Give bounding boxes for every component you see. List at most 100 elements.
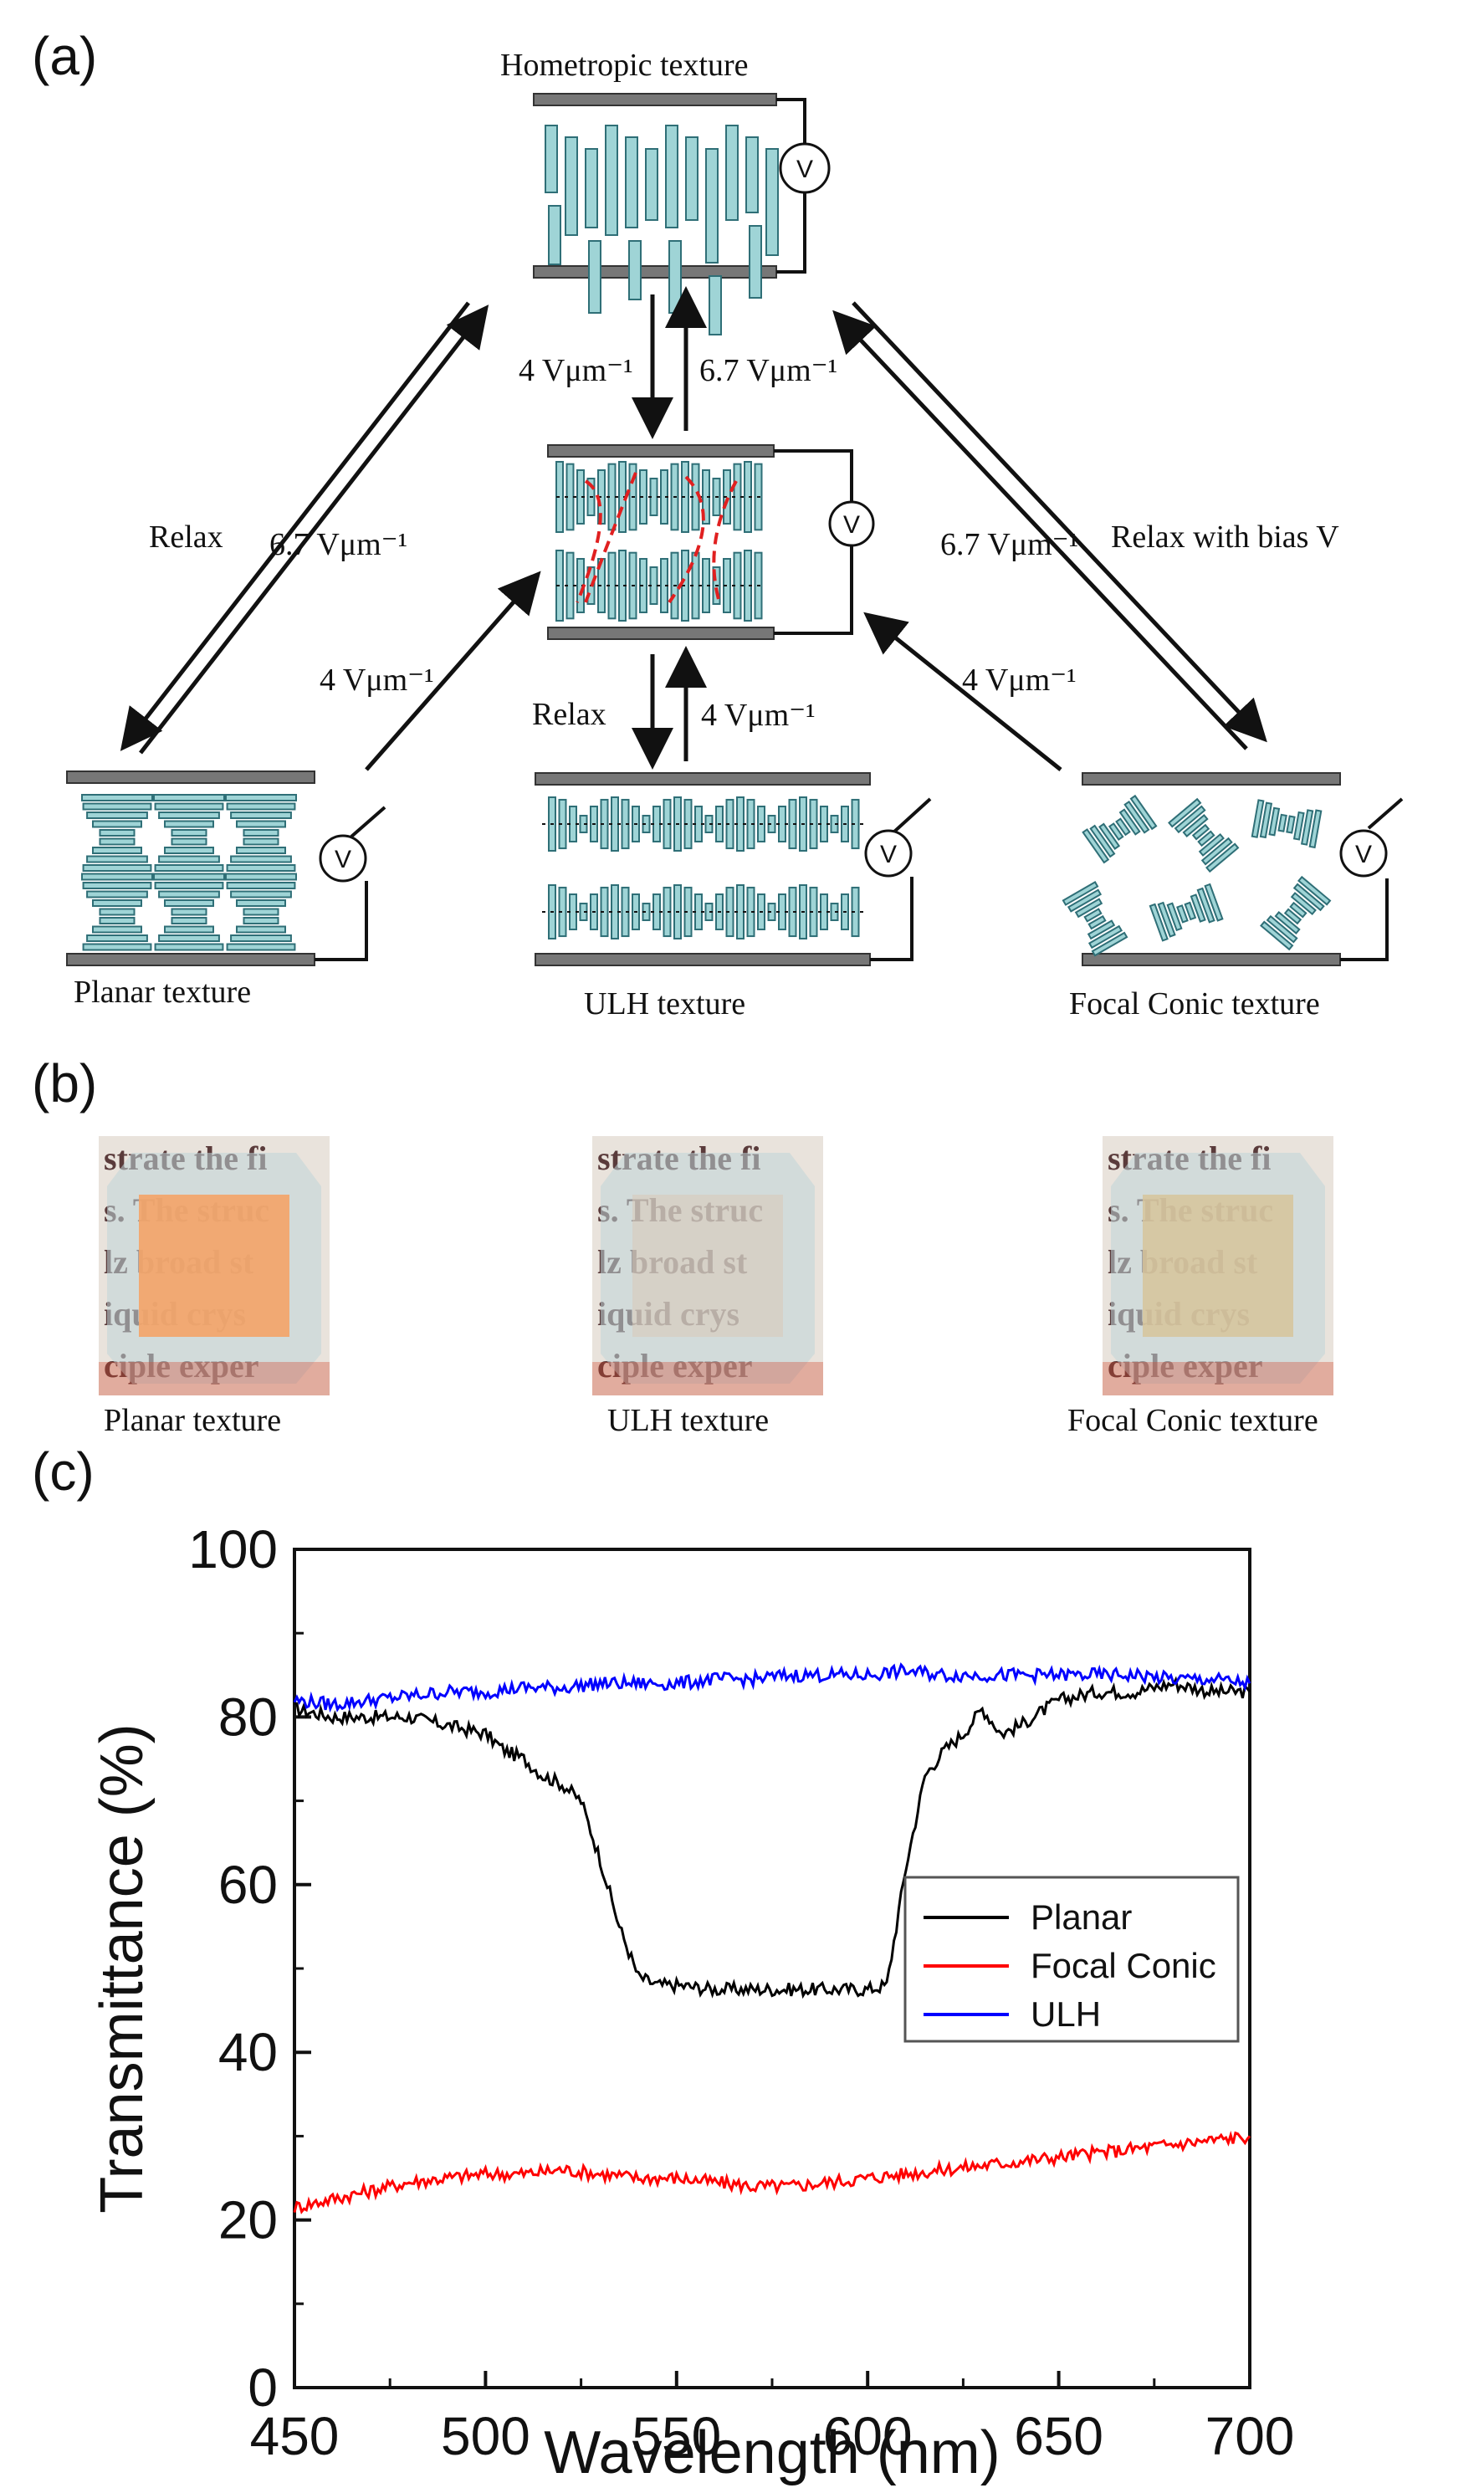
lc-rod (569, 806, 577, 842)
x-axis-label: Wavelength (nm) (544, 2419, 1000, 2486)
lc-rod (158, 890, 220, 898)
lc-rod (236, 925, 286, 934)
lc-rod (736, 796, 745, 852)
legend-label: Focal Conic (1031, 1946, 1216, 1985)
lc-rod (1129, 794, 1158, 831)
lc-rod (1251, 799, 1265, 838)
lc-rod (230, 934, 292, 942)
mid-helix-rotation-arrows (576, 472, 738, 604)
y-tick-label: 40 (218, 2022, 278, 2082)
lc-rod (243, 917, 279, 924)
lc-rod (1098, 822, 1121, 850)
ulh-photo: strate the fis. The struclz broad stiqui… (592, 1136, 823, 1395)
label-ulh-field: 4 Vμm⁻¹ (701, 698, 816, 733)
photo-bottom-strip (592, 1362, 823, 1395)
lc-rod (765, 148, 779, 256)
arrow-focal-to-homeo (832, 310, 1248, 750)
lc-rod (1268, 806, 1281, 837)
lc-rod (226, 802, 296, 811)
x-tick-label: 700 (1205, 2406, 1295, 2466)
voltmeter-label-mid: V (843, 511, 860, 539)
label-left-relax: Relax (149, 520, 223, 555)
lc-rod (745, 136, 759, 213)
lc-rod (153, 873, 225, 881)
lc-rod (81, 873, 153, 881)
focal-conic-cluster (1260, 875, 1332, 951)
x-tick-label: 600 (823, 2406, 913, 2466)
lc-rod (1087, 919, 1116, 940)
lc-rod (1300, 809, 1314, 846)
lc-rod (99, 917, 136, 924)
lc-rod (1089, 824, 1116, 858)
series-lines (293, 1661, 1251, 2214)
lc-rod (1123, 800, 1150, 834)
photo-image: strate the fis. The struclz broad stiqui… (1103, 1136, 1333, 1395)
lc-rod (1204, 883, 1224, 922)
lc-rod (1082, 828, 1110, 864)
lc-rod (1198, 832, 1225, 857)
lc-rod (86, 890, 148, 898)
y-axis-label: Transmittance (%) (89, 1723, 156, 2213)
lc-rod (230, 890, 292, 898)
lc-rod (1292, 811, 1305, 841)
lc-rod (81, 794, 153, 801)
lc-rod (625, 136, 638, 228)
texture-transition-diagram: V V V V V (66, 93, 1404, 966)
focal-conic-texture-label: Focal Conic texture (1069, 986, 1320, 1021)
lc-rod (158, 855, 220, 863)
lc-rod (154, 882, 224, 889)
lc-rod (565, 136, 578, 236)
lc-rod (86, 855, 148, 863)
lc-rod (86, 811, 148, 819)
y-tick-label: 100 (188, 1519, 278, 1579)
lc-rod (225, 794, 297, 801)
lc-rod (164, 899, 214, 907)
planar-molecules (81, 794, 297, 951)
photo-lc-area (632, 1195, 783, 1337)
lc-rod (665, 125, 678, 228)
legend-label: ULH (1031, 1994, 1101, 2034)
lc-rod (1149, 903, 1169, 942)
lc-rod (164, 820, 214, 828)
planar-texture-label: Planar texture (74, 975, 252, 1010)
lc-rod (154, 802, 224, 811)
legend-label: Planar (1031, 1897, 1132, 1937)
ulh-texture-label: ULH texture (584, 986, 746, 1021)
focal-conic-cluster (1149, 883, 1224, 942)
lc-rod (668, 240, 682, 314)
lc-rod (588, 240, 601, 314)
circuit-wires (315, 98, 1404, 961)
ulh-helix-axes (542, 823, 866, 913)
series-line-ulh (293, 1661, 1251, 1713)
lc-rod (569, 893, 577, 930)
lc-rod (1259, 801, 1273, 839)
focal-conic-cluster (1082, 794, 1158, 864)
photo-image: strate the fis. The struclz broad stiqui… (99, 1136, 330, 1395)
lc-rod (1190, 893, 1206, 923)
lc-rod (92, 899, 142, 907)
lc-rod (236, 847, 286, 854)
lc-rod (605, 125, 618, 236)
lc-rod (1176, 904, 1189, 924)
lc-rod (1196, 887, 1215, 924)
lc-rod (1308, 809, 1323, 849)
voltmeter-label-ulh: V (880, 841, 897, 868)
x-tick-label: 650 (1014, 2406, 1103, 2466)
lc-rod (1283, 908, 1302, 925)
label-planar-to-mid: 4 Vμm⁻¹ (320, 663, 434, 698)
lc-rod (226, 864, 296, 872)
lc-rod (1297, 875, 1332, 906)
x-tick-label: 450 (250, 2406, 340, 2466)
lc-rod (154, 943, 224, 951)
ulh-molecules (548, 796, 860, 939)
focal-conic-molecules (1062, 794, 1332, 957)
lc-rod (585, 148, 598, 228)
lc-rod (736, 884, 745, 939)
lc-rod (1197, 830, 1215, 847)
lc-rod (99, 908, 136, 916)
series-line-focal-conic (293, 2130, 1251, 2214)
lc-rod (1292, 883, 1325, 912)
lc-rod (611, 796, 619, 852)
